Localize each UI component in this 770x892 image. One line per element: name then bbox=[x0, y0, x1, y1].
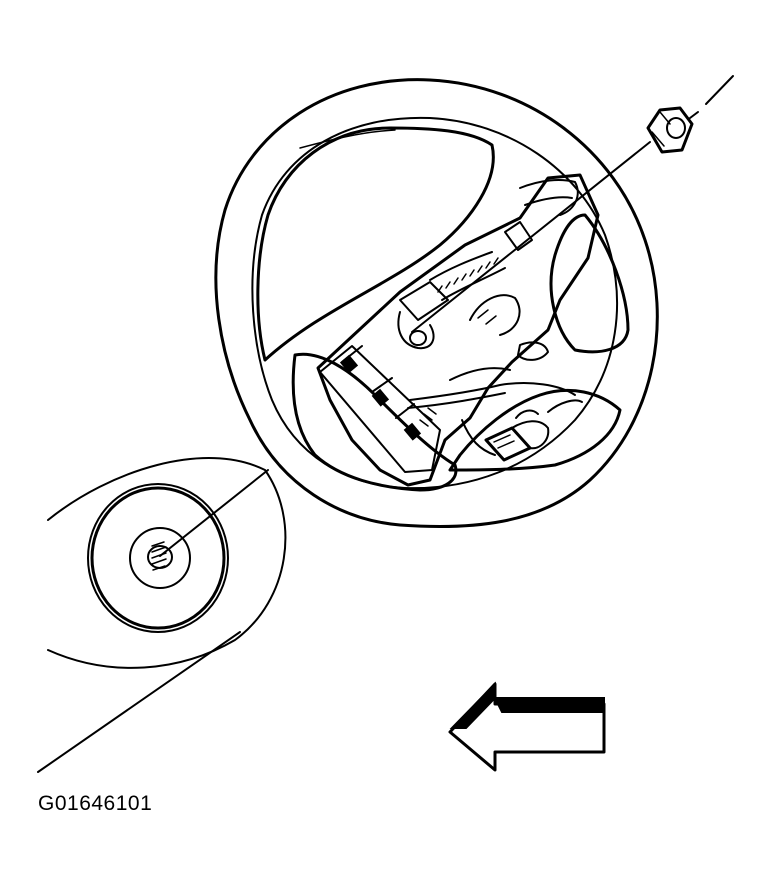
steering-wheel bbox=[214, 78, 659, 529]
retaining-nut bbox=[646, 106, 694, 154]
figure-id-label: G01646101 bbox=[38, 792, 153, 815]
shaft-threads bbox=[151, 541, 167, 571]
retaining-nut-group bbox=[411, 75, 734, 333]
alignment-axis-lower bbox=[37, 631, 241, 773]
electrical-connector bbox=[484, 399, 583, 462]
nut-alignment-axis bbox=[411, 141, 651, 333]
steering-column bbox=[37, 457, 287, 773]
axis-dash bbox=[689, 111, 699, 119]
mounting-bracket bbox=[319, 345, 441, 473]
axis-extension bbox=[705, 75, 734, 105]
direction-arrow bbox=[448, 681, 606, 772]
wiring-harness bbox=[407, 367, 583, 462]
horn-contact-assembly bbox=[397, 179, 579, 361]
alignment-axis-upper bbox=[159, 469, 269, 557]
